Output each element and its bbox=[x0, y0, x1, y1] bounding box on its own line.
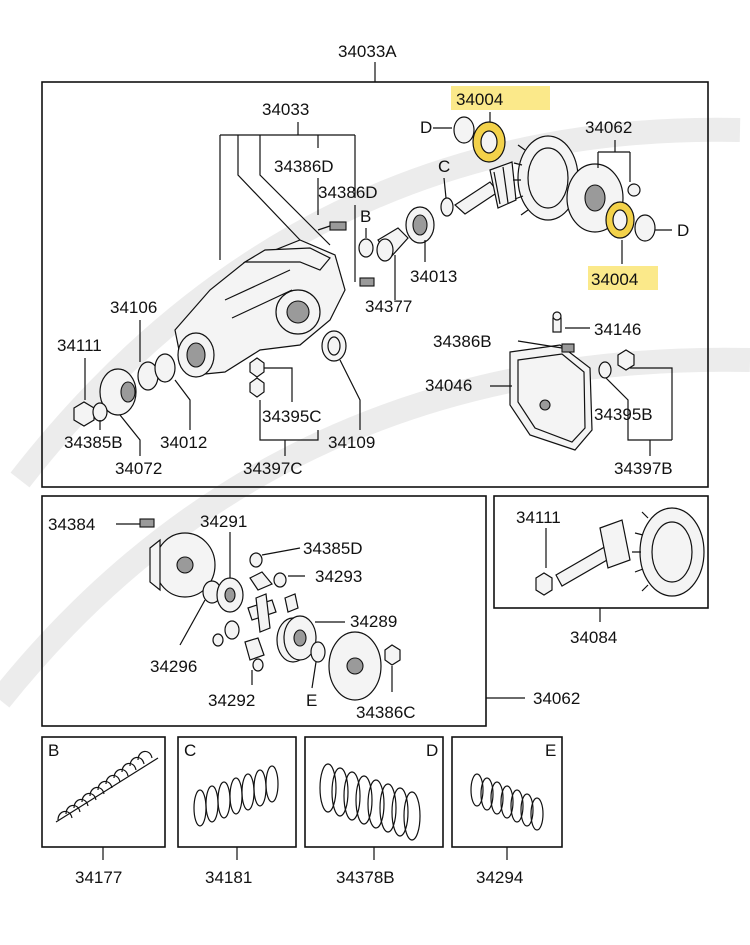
bearing-34004-bottom bbox=[605, 201, 635, 239]
label-34377[interactable]: 34377 bbox=[365, 297, 412, 316]
label-34084[interactable]: 34084 bbox=[570, 628, 617, 647]
label-34289[interactable]: 34289 bbox=[350, 612, 397, 631]
spacer-34377 bbox=[376, 227, 409, 262]
diff-case-half-drawing bbox=[149, 532, 216, 598]
spring-34181-drawing bbox=[193, 765, 279, 827]
inset-e-letter: E bbox=[545, 741, 556, 760]
letter-b-marker: B bbox=[360, 207, 371, 226]
ring-pinion-frame bbox=[493, 495, 709, 609]
bearing-34013 bbox=[405, 206, 435, 244]
label-assembly[interactable]: 34033A bbox=[338, 42, 397, 61]
label-34012[interactable]: 34012 bbox=[160, 433, 207, 452]
label-34177[interactable]: 34177 bbox=[75, 868, 122, 887]
label-34292[interactable]: 34292 bbox=[208, 691, 255, 710]
inset-b: B bbox=[41, 736, 166, 848]
label-34062-top[interactable]: 34062 bbox=[585, 118, 632, 137]
label-34296[interactable]: 34296 bbox=[150, 657, 197, 676]
label-34033[interactable]: 34033 bbox=[262, 100, 309, 119]
inset-e: E bbox=[451, 736, 563, 848]
label-34385D[interactable]: 34385D bbox=[303, 539, 363, 558]
label-34386D-a[interactable]: 34386D bbox=[274, 157, 334, 176]
inset-d-letter: D bbox=[426, 741, 438, 760]
breather-34146 bbox=[552, 311, 562, 333]
side-gear-34291 bbox=[216, 577, 244, 613]
nut-34111 bbox=[73, 401, 95, 427]
label-34062-bottom[interactable]: 34062 bbox=[533, 689, 580, 708]
highlight-34004-bottom bbox=[588, 266, 658, 290]
pinion-shaft-34292 bbox=[212, 593, 299, 672]
label-34146[interactable]: 34146 bbox=[594, 320, 641, 339]
label-34004-top[interactable]: 34004 bbox=[456, 90, 503, 109]
inset-c-letter: C bbox=[184, 741, 196, 760]
inset-c: C bbox=[177, 736, 297, 848]
plug-34395B bbox=[598, 349, 635, 379]
rear-cover-34046 bbox=[509, 344, 593, 451]
label-34109[interactable]: 34109 bbox=[328, 433, 375, 452]
letter-e-marker: E bbox=[306, 691, 317, 710]
label-34294[interactable]: 34294 bbox=[476, 868, 523, 887]
inset-b-letter: B bbox=[48, 741, 59, 760]
companion-flange-34072 bbox=[99, 368, 137, 416]
label-34397B[interactable]: 34397B bbox=[614, 459, 673, 478]
label-34378B[interactable]: 34378B bbox=[336, 868, 395, 887]
label-34397C[interactable]: 34397C bbox=[243, 459, 303, 478]
label-34395C[interactable]: 34395C bbox=[262, 407, 322, 426]
label-34384[interactable]: 34384 bbox=[48, 515, 95, 534]
ring-gear-drawing bbox=[513, 135, 579, 221]
differential-frame bbox=[41, 495, 487, 727]
inset-d: D bbox=[304, 736, 444, 848]
label-34106[interactable]: 34106 bbox=[110, 298, 157, 317]
label-34395B[interactable]: 34395B bbox=[594, 405, 653, 424]
letter-c-marker: C bbox=[438, 157, 450, 176]
spring-34378B-drawing bbox=[319, 763, 421, 841]
label-34386D-b[interactable]: 34386D bbox=[318, 183, 378, 202]
label-34013[interactable]: 34013 bbox=[410, 267, 457, 286]
letter-d-marker-right: D bbox=[677, 221, 689, 240]
label-34293[interactable]: 34293 bbox=[315, 567, 362, 586]
letter-d-marker: D bbox=[420, 118, 432, 137]
label-34004-bottom[interactable]: 34004 bbox=[591, 270, 638, 289]
label-34111-right[interactable]: 34111 bbox=[516, 508, 561, 527]
spring-34294-drawing bbox=[470, 773, 544, 831]
label-34386B[interactable]: 34386B bbox=[433, 332, 492, 351]
label-34386C[interactable]: 34386C bbox=[356, 703, 416, 722]
label-34111-left[interactable]: 34111 bbox=[57, 336, 102, 355]
oil-seal-34109 bbox=[321, 330, 347, 362]
bolt-34386D bbox=[317, 221, 375, 287]
ring-pinion-drawing bbox=[535, 507, 705, 597]
highlight-34004-top bbox=[451, 86, 550, 110]
label-34291[interactable]: 34291 bbox=[200, 512, 247, 531]
label-34072[interactable]: 34072 bbox=[115, 459, 162, 478]
diff-case-flange-drawing bbox=[328, 631, 382, 701]
pinion-gear-drawing bbox=[454, 161, 517, 215]
nut-34395C bbox=[249, 357, 265, 398]
limited-slip-34289 bbox=[276, 615, 317, 663]
spring-34177-drawing bbox=[55, 750, 159, 823]
bearing-34004-top bbox=[472, 121, 506, 163]
label-34385B[interactable]: 34385B bbox=[64, 433, 123, 452]
carrier-housing-drawing bbox=[174, 239, 346, 378]
label-34181[interactable]: 34181 bbox=[205, 868, 252, 887]
label-34046[interactable]: 34046 bbox=[425, 376, 472, 395]
